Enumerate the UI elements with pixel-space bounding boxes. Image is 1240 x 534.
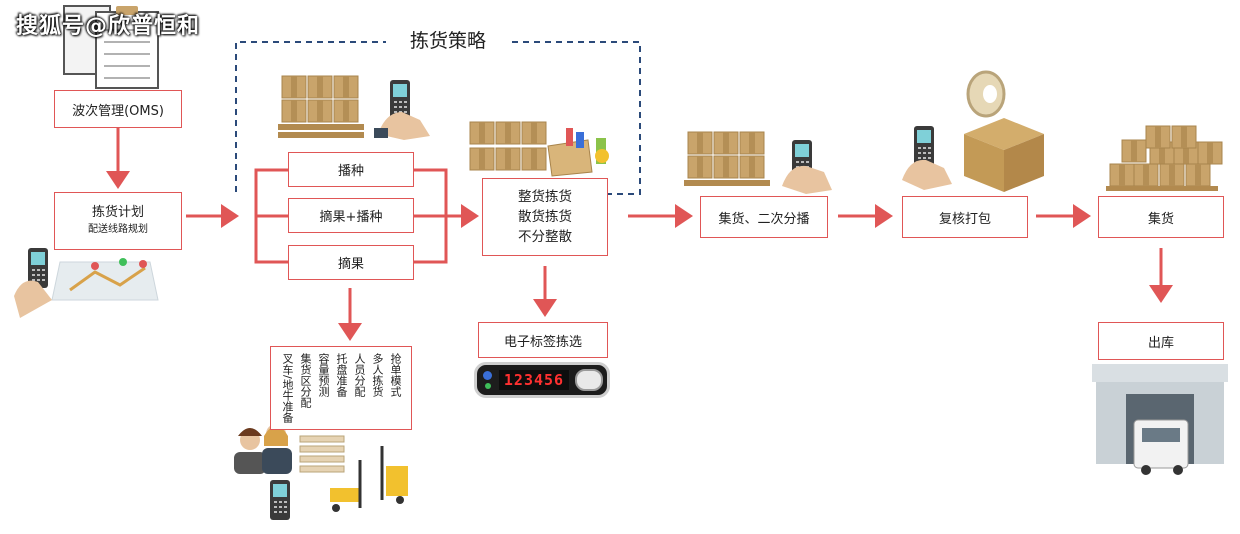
node-ship: 出库 — [1098, 322, 1224, 360]
pick-mode-item: 托盘准备 — [335, 353, 348, 397]
pick-modes-box: 抢单模式 多人拣货 人员分配 托盘准备 容量预测 集货区分配 叉车/地牛准备 — [270, 346, 412, 430]
pick-mode-item: 叉车/地牛准备 — [281, 353, 294, 423]
node-collect: 集货 — [1098, 196, 1224, 238]
workers-forklift-icon — [234, 424, 408, 520]
strategy-frame — [235, 41, 641, 195]
node-review-pack: 复核打包 — [902, 196, 1028, 238]
watermark-text: 搜狐号@欣普恒和 — [16, 14, 201, 39]
node-consolidate: 集货、二次分播 — [700, 196, 828, 238]
confirm-button-icon — [575, 369, 603, 391]
node-pick: 摘果 — [288, 245, 414, 280]
loose-label: 散货拣货 — [518, 209, 572, 225]
consolidation-cartons-icon — [684, 131, 832, 194]
e-label-device: 123456 — [474, 362, 610, 398]
clipboard-icon — [63, 5, 159, 89]
mixed-goods-icon — [469, 121, 609, 177]
node-sow: 播种 — [288, 152, 414, 187]
pick-plan-label: 拣货计划 — [91, 205, 144, 220]
node-e-label: 电子标签拣选 — [478, 322, 608, 358]
warehouse-truck-icon — [1092, 364, 1228, 475]
strategy-title: 拣货策略 — [388, 26, 508, 53]
flow-connectors — [106, 128, 1173, 341]
pick-plan-sub-label: 配送线路规划 — [88, 224, 148, 235]
led-display: 123456 — [499, 370, 569, 390]
collected-pallets-icon — [1106, 125, 1223, 191]
scanner-hand-icon — [374, 80, 430, 140]
pick-mode-item: 集货区分配 — [299, 353, 312, 408]
pallet-cartons-icon — [278, 75, 364, 138]
whole-case-label: 整货拣货 — [518, 189, 572, 205]
mixed-label: 不分整散 — [518, 229, 572, 245]
node-oms: 波次管理(OMS) — [54, 90, 182, 128]
node-pick-plan: 拣货计划 配送线路规划 — [54, 192, 182, 250]
packing-box-icon — [902, 70, 1044, 192]
node-pick-sow: 摘果+播种 — [288, 198, 414, 233]
blue-indicator-icon — [483, 371, 492, 380]
pick-mode-item: 人员分配 — [353, 353, 366, 397]
green-indicator-icon — [485, 383, 491, 389]
node-pick-types: 整货拣货 散货拣货 不分整散 — [482, 178, 608, 256]
route-map-icon — [14, 248, 159, 318]
pick-mode-item: 多人拣货 — [371, 353, 384, 397]
pick-mode-item: 容量预测 — [317, 353, 330, 397]
pick-mode-item: 抢单模式 — [389, 353, 402, 397]
